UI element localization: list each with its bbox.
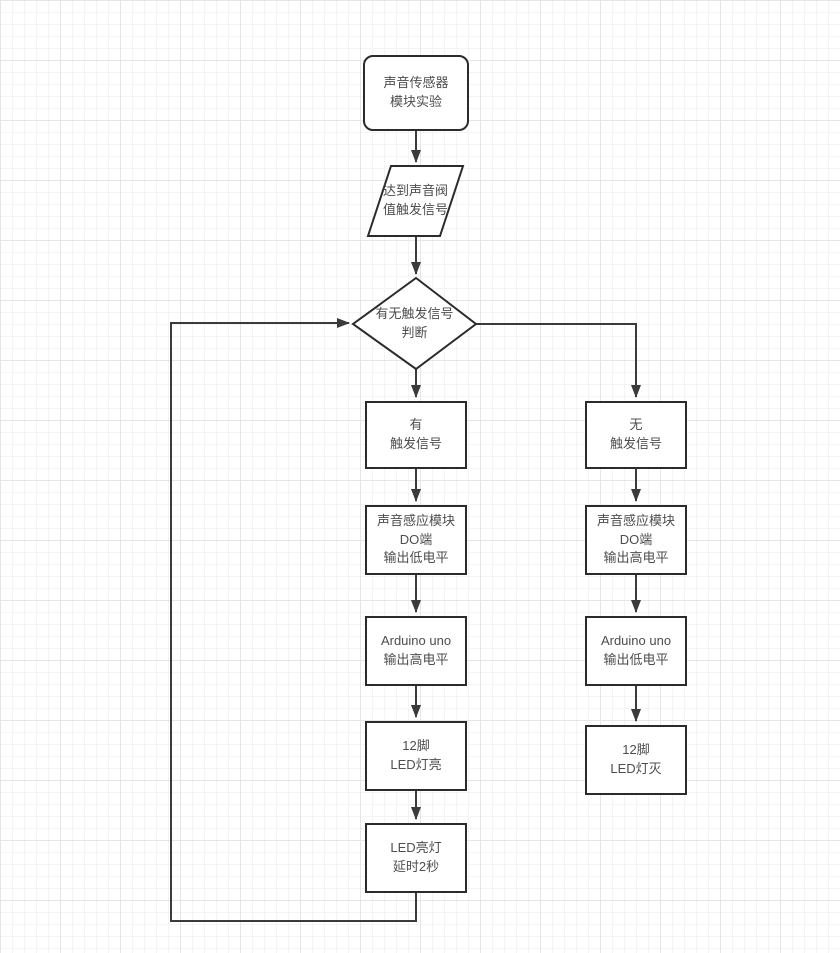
node-no-signal[interactable]: 无 触发信号 <box>585 401 687 469</box>
node-arduino-high-label: Arduino uno 输出高电平 <box>380 633 452 667</box>
node-led-delay[interactable]: LED亮灯 延时2秒 <box>365 823 467 893</box>
node-do-high-label: 声音感应模块 DO端 输出高电平 <box>596 512 675 566</box>
node-led-off[interactable]: 12脚 LED灯灭 <box>585 725 687 795</box>
node-do-low[interactable]: 声音感应模块 DO端 输出低电平 <box>365 505 467 575</box>
connector-decision-to-no-signal <box>476 323 641 398</box>
node-has-signal-label: 有 触发信号 <box>389 417 442 451</box>
node-threshold-signal-label: 达到声音阀 值触发信号 <box>382 183 448 217</box>
node-led-off-label: 12脚 LED灯灭 <box>610 742 662 776</box>
node-arduino-low-label: Arduino uno 输出低电平 <box>600 633 672 667</box>
node-led-on-label: 12脚 LED灯亮 <box>390 738 442 772</box>
diamond-shape[interactable] <box>351 276 478 371</box>
node-arduino-low[interactable]: Arduino uno 输出低电平 <box>585 616 687 686</box>
node-start[interactable]: 声音传感器 模块实验 <box>363 55 469 131</box>
node-start-label: 声音传感器 模块实验 <box>383 75 449 109</box>
node-no-signal-label: 无 触发信号 <box>609 417 662 451</box>
parallelogram-shape[interactable] <box>366 165 465 237</box>
node-led-on[interactable]: 12脚 LED灯亮 <box>365 721 467 791</box>
node-led-delay-label: LED亮灯 延时2秒 <box>390 840 442 874</box>
node-decision-label: 有无触发信号 判断 <box>375 305 454 340</box>
node-arduino-high[interactable]: Arduino uno 输出高电平 <box>365 616 467 686</box>
node-has-signal[interactable]: 有 触发信号 <box>365 401 467 469</box>
node-do-low-label: 声音感应模块 DO端 输出低电平 <box>376 512 455 566</box>
node-do-high[interactable]: 声音感应模块 DO端 输出高电平 <box>585 505 687 575</box>
